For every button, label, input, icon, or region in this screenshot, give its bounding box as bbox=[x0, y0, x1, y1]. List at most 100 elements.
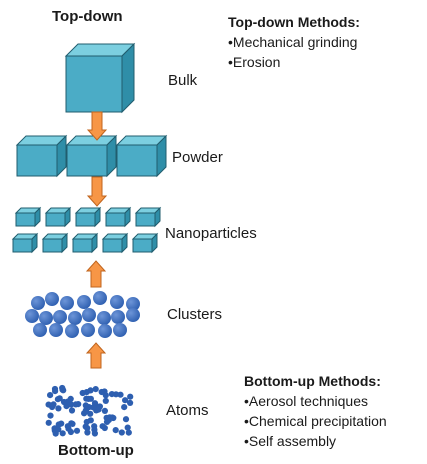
atom-dot bbox=[98, 388, 105, 396]
cluster-sphere bbox=[81, 323, 95, 337]
atom-dot bbox=[59, 384, 66, 392]
atom-dot bbox=[67, 401, 75, 408]
atom-dot bbox=[50, 401, 57, 408]
cube-front-face bbox=[116, 144, 158, 177]
cluster-sphere bbox=[45, 292, 59, 306]
atom-dot bbox=[55, 421, 62, 428]
atom-dot bbox=[106, 414, 113, 421]
stage-label-nanoparticles: Nanoparticles bbox=[165, 225, 257, 242]
atom-dot bbox=[73, 427, 81, 434]
nanoparticle-cube bbox=[131, 232, 159, 254]
stage-label-powder: Powder bbox=[172, 149, 223, 166]
atom-dot bbox=[55, 426, 62, 433]
atom-dot bbox=[87, 417, 94, 424]
cluster-sphere bbox=[49, 323, 63, 337]
atom-dot bbox=[112, 427, 119, 434]
cube-front-face bbox=[16, 144, 58, 177]
method-item-text: Self assembly bbox=[248, 433, 337, 449]
nanoparticle-cube bbox=[41, 232, 69, 254]
cluster-sphere bbox=[82, 308, 96, 322]
powder-cube bbox=[15, 134, 68, 178]
nanoparticle-cube bbox=[11, 232, 39, 254]
atom-dot bbox=[64, 423, 71, 430]
spheres-group bbox=[25, 291, 140, 437]
atom-dot bbox=[121, 404, 128, 411]
top-down-label: Top-down bbox=[52, 8, 123, 25]
cluster-sphere bbox=[53, 310, 67, 324]
nanoparticle-cube bbox=[74, 206, 102, 228]
arrow-down-icon bbox=[86, 176, 108, 207]
atom-dot bbox=[92, 386, 99, 393]
nanoparticle-cube bbox=[14, 206, 42, 228]
bulk-cube bbox=[64, 42, 136, 114]
atom-dot bbox=[67, 428, 74, 436]
cube-front-face bbox=[45, 212, 66, 227]
cluster-sphere bbox=[126, 297, 140, 311]
arrow-up-icon bbox=[85, 260, 107, 288]
cluster-sphere bbox=[97, 311, 111, 325]
atom-dot bbox=[82, 402, 89, 409]
atom-dot bbox=[59, 430, 66, 437]
atom-dot bbox=[47, 412, 54, 419]
atom-dot bbox=[91, 430, 98, 437]
nanoparticle-cube bbox=[44, 206, 72, 228]
cube-front-face bbox=[75, 212, 96, 227]
cube-front-face bbox=[12, 238, 33, 253]
atom-dot bbox=[124, 424, 131, 431]
cluster-sphere bbox=[93, 291, 107, 305]
atom-dot bbox=[127, 399, 134, 406]
atom-dot bbox=[68, 407, 76, 414]
atom-dot bbox=[55, 405, 62, 412]
atom-dot bbox=[95, 406, 102, 413]
atom-dot bbox=[72, 401, 79, 408]
atom-dot bbox=[84, 429, 91, 436]
cubes-group bbox=[11, 42, 168, 254]
top-down-methods: Top-down Methods: •Mechanical grinding •… bbox=[228, 12, 360, 72]
atom-dot bbox=[56, 395, 63, 402]
bottom-up-methods-title: Bottom-up Methods: bbox=[244, 373, 381, 389]
atom-dot bbox=[47, 392, 54, 399]
arrow-up-icon bbox=[85, 342, 107, 369]
cube-front-face bbox=[65, 55, 123, 113]
method-item: •Aerosol techniques bbox=[244, 393, 368, 409]
atom-dot bbox=[112, 391, 120, 398]
cluster-sphere bbox=[126, 308, 140, 322]
atom-dot bbox=[45, 401, 52, 408]
atom-dot bbox=[99, 423, 106, 430]
nanoparticle-cube bbox=[71, 232, 99, 254]
nanoparticle-cube bbox=[101, 232, 129, 254]
cube-front-face bbox=[135, 212, 156, 227]
method-item: •Chemical precipitation bbox=[244, 413, 387, 429]
cluster-sphere bbox=[60, 296, 74, 310]
stage-label-atoms: Atoms bbox=[166, 402, 209, 419]
cube-front-face bbox=[102, 238, 123, 253]
cluster-sphere bbox=[77, 295, 91, 309]
cluster-sphere bbox=[33, 323, 47, 337]
cluster-sphere bbox=[65, 324, 79, 338]
cube-front-face bbox=[15, 212, 36, 227]
atom-dot bbox=[102, 397, 109, 404]
cluster-sphere bbox=[25, 309, 39, 323]
arrow-down-icon bbox=[86, 111, 108, 141]
bottom-up-methods: Bottom-up Methods: •Aerosol techniques •… bbox=[244, 371, 387, 451]
cluster-sphere bbox=[98, 324, 112, 338]
atom-dot bbox=[90, 404, 97, 411]
powder-cube bbox=[115, 134, 168, 178]
atom-dot bbox=[85, 395, 92, 402]
atom-dot bbox=[52, 388, 59, 395]
atom-dot bbox=[45, 419, 52, 426]
cluster-sphere bbox=[113, 323, 127, 337]
method-item: •Self assembly bbox=[244, 433, 337, 449]
cube-front-face bbox=[42, 238, 63, 253]
powder-cube bbox=[65, 134, 118, 178]
method-item: •Mechanical grinding bbox=[228, 34, 358, 50]
stage-label-bulk: Bulk bbox=[168, 72, 198, 89]
method-item-text: Mechanical grinding bbox=[232, 34, 358, 50]
top-down-methods-title: Top-down Methods: bbox=[228, 14, 360, 30]
cluster-sphere bbox=[111, 310, 125, 324]
atom-dot bbox=[84, 425, 91, 432]
arrows-group bbox=[85, 111, 108, 369]
atom-dot bbox=[60, 398, 68, 406]
method-item: •Erosion bbox=[228, 54, 281, 70]
